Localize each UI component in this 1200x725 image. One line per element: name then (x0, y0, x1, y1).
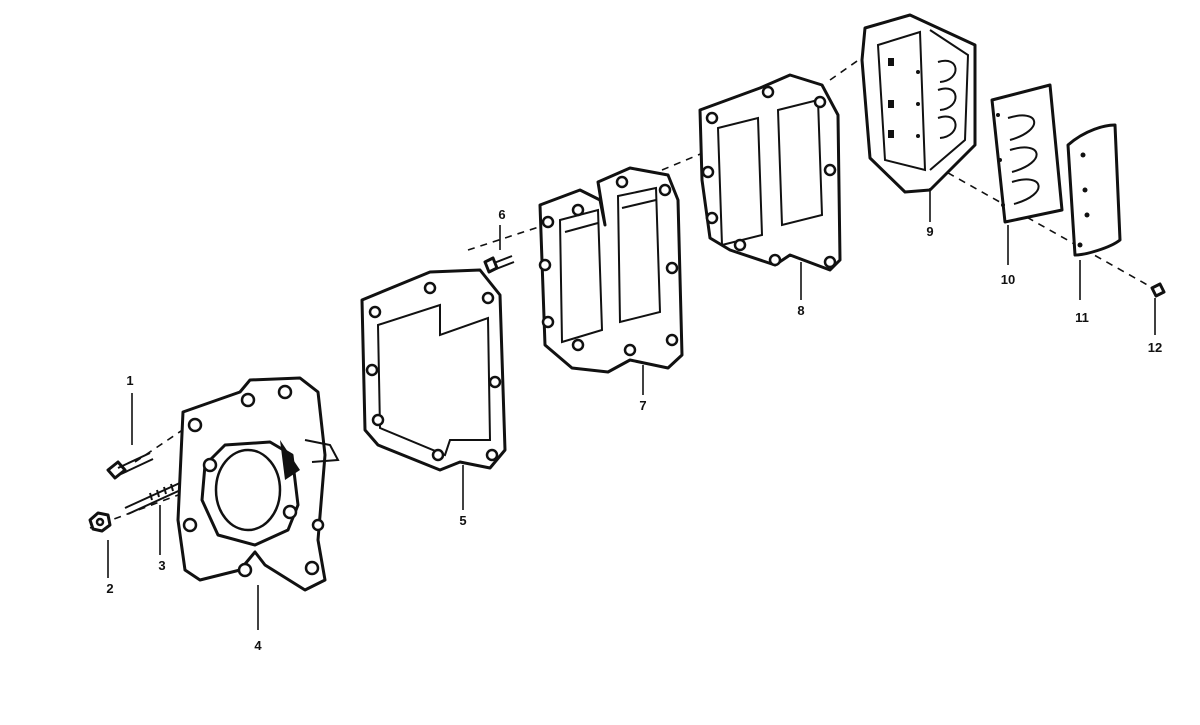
callout-11: 11 (1075, 310, 1089, 325)
part-10-reed-petal (990, 83, 1064, 224)
part-6-screw (483, 255, 515, 274)
callout-1: 1 (126, 373, 133, 388)
callout-9: 9 (926, 224, 933, 239)
callout-3: 3 (158, 558, 165, 573)
part-9-reed-block (860, 13, 977, 194)
part-7-reed-plate (538, 166, 684, 374)
callout-7: 7 (639, 398, 646, 413)
callout-4: 4 (254, 638, 262, 653)
part-8-gasket (698, 73, 842, 272)
leader-lines (107, 188, 1156, 630)
part-1-bolt (106, 452, 154, 480)
callout-12: 12 (1148, 340, 1162, 355)
part-3-stud (124, 481, 186, 515)
part-11-reed-stop (1066, 123, 1122, 257)
callout-8: 8 (797, 303, 804, 318)
part-4-adapter-housing (176, 376, 340, 592)
part-2-nut (88, 511, 112, 533)
part-5-gasket (360, 268, 507, 472)
callout-2: 2 (106, 581, 113, 596)
callout-5: 5 (459, 513, 466, 528)
callout-10: 10 (1001, 272, 1015, 287)
part-12-screw (1150, 282, 1166, 298)
callout-6: 6 (498, 207, 505, 222)
